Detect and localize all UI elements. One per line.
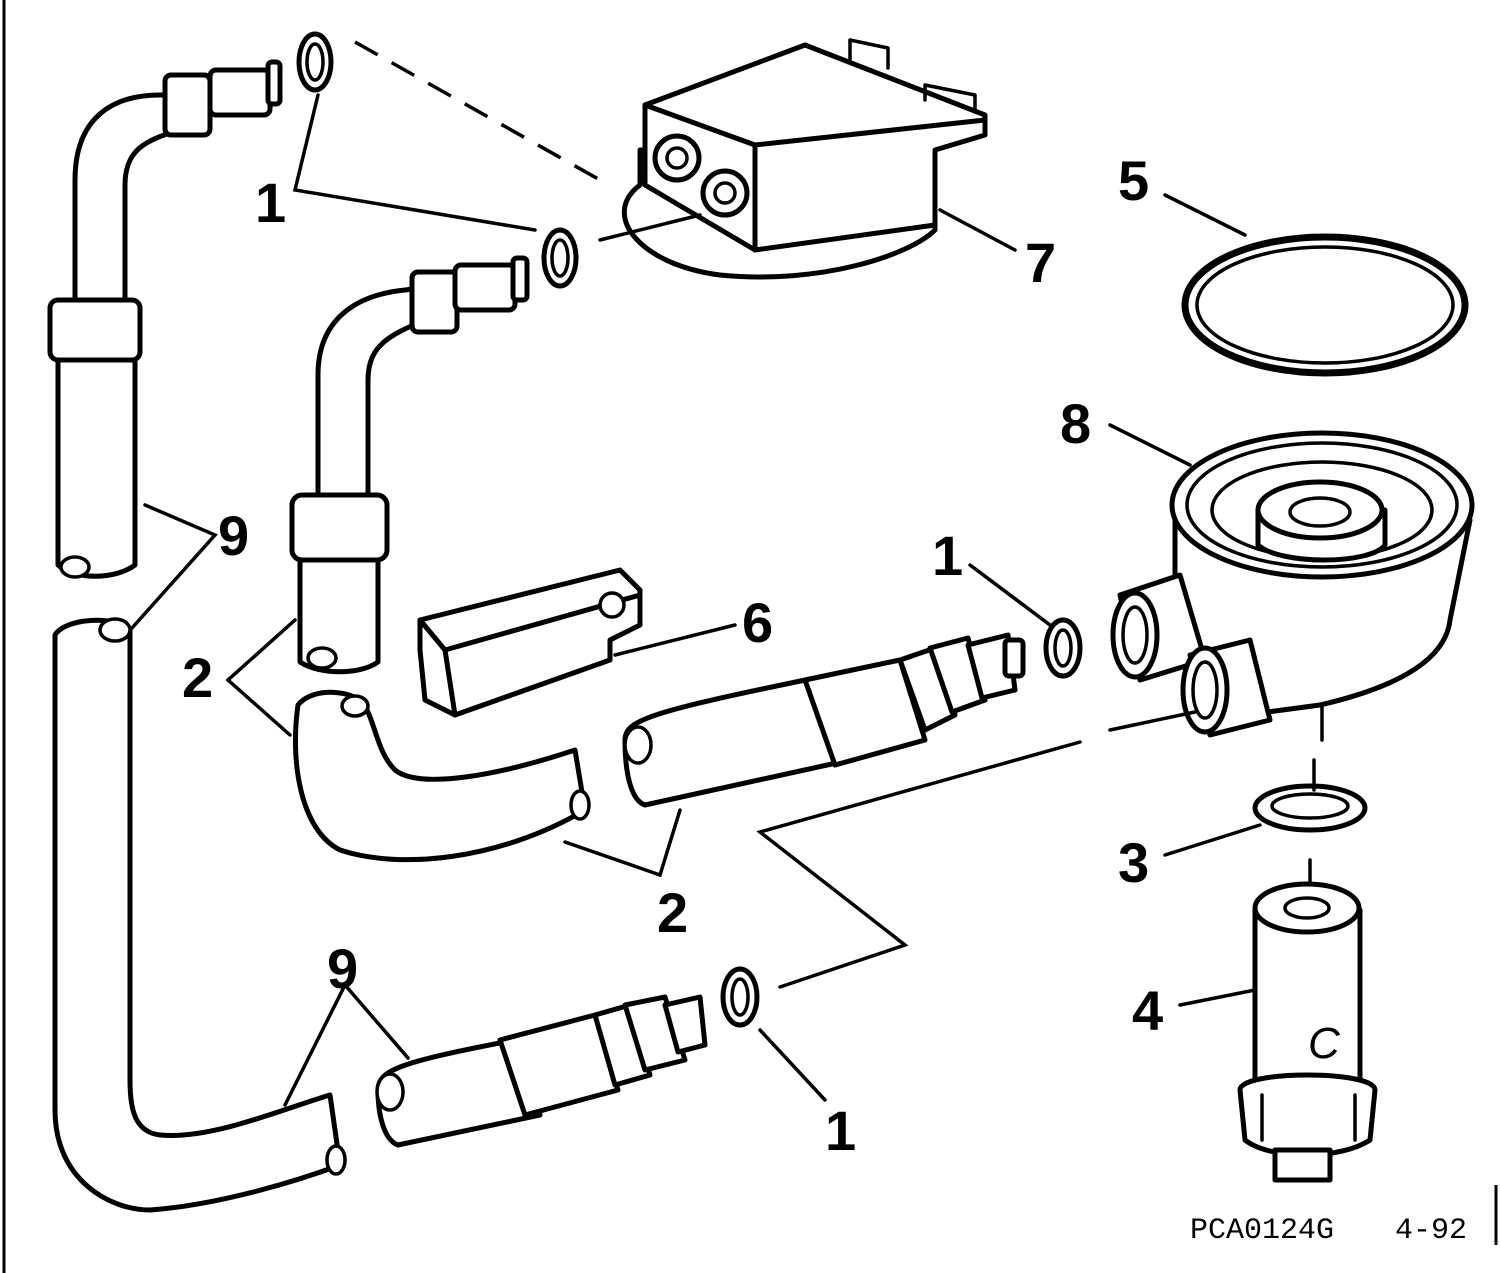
leader-9-top	[130, 503, 218, 630]
callout-9-bottom: 9	[327, 937, 358, 1000]
leader-2-left	[225, 618, 297, 737]
hose-clip	[417, 567, 643, 718]
o-ring-top-inner	[305, 42, 325, 82]
o-ring-top	[296, 31, 334, 93]
lower-long-hose	[52, 617, 347, 1213]
o-ring-bottom	[720, 966, 760, 1028]
o-ring-second	[541, 227, 579, 289]
leader-7	[938, 208, 1017, 252]
alignment-line-upper	[598, 213, 702, 242]
callout-9-top: 9	[218, 504, 249, 567]
o-ring-bottom-inner	[730, 977, 750, 1017]
callout-5: 5	[1118, 149, 1149, 212]
lower-hose-with-fitting	[375, 994, 708, 1148]
upper-left-hose-assembly	[47, 59, 283, 579]
center-stud: C	[1237, 858, 1378, 1183]
seal-ring-inner	[1195, 245, 1455, 365]
callout-4: 4	[1132, 979, 1163, 1042]
leader-1-right	[968, 563, 1052, 627]
callout-3: 3	[1118, 831, 1149, 894]
callout-1-bottom: 1	[825, 1099, 856, 1162]
figure-id-caption: PCA0124G	[1190, 1214, 1334, 1248]
leader-8	[1108, 423, 1192, 467]
middle-right-hose-with-fitting	[622, 632, 1026, 808]
callout-1-top: 1	[255, 171, 286, 234]
leader-6	[613, 623, 737, 657]
leader-4	[1178, 988, 1257, 1007]
o-ring-right	[1043, 617, 1083, 679]
seal-ring	[1181, 233, 1469, 377]
oil-cooler-adapter-block	[621, 38, 988, 280]
washer	[1252, 758, 1368, 833]
dashed-alignment-line	[354, 40, 601, 182]
routing-line	[1108, 710, 1197, 732]
curved-hose-segment	[292, 689, 591, 863]
callout-6: 6	[742, 591, 773, 654]
leader-9-bottom	[283, 981, 410, 1107]
filter-mount-housing	[1110, 430, 1475, 742]
callout-7: 7	[1025, 231, 1056, 294]
figure-date-caption: 4-92	[1395, 1214, 1467, 1248]
callout-2-left: 2	[182, 646, 213, 709]
stud-marking-letter: C	[1308, 1019, 1341, 1068]
callout-1-right: 1	[932, 524, 963, 587]
o-ring-second-inner	[550, 238, 570, 278]
leader-5	[1163, 193, 1247, 237]
callout-8: 8	[1060, 392, 1091, 455]
upper-middle-hose-assembly	[289, 255, 530, 675]
routing-line-2	[756, 740, 1082, 989]
callout-2-bottom: 2	[657, 881, 688, 944]
leader-3	[1163, 823, 1262, 857]
leader-2-bottom	[563, 808, 682, 878]
leader-1-bottom	[758, 1028, 827, 1102]
leader-1-top	[292, 93, 537, 232]
o-ring-right-inner	[1053, 628, 1073, 668]
